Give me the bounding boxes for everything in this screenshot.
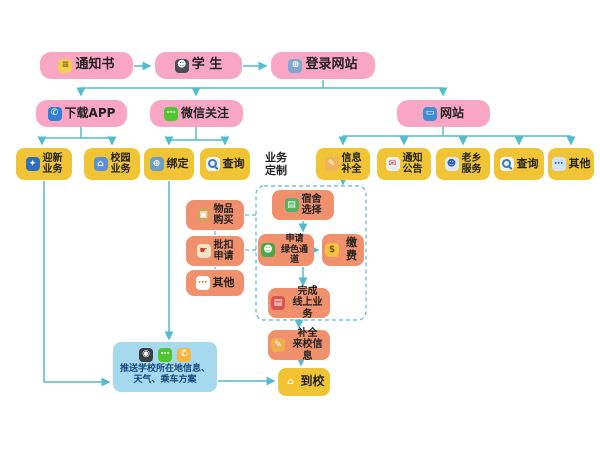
node-other-website: ⋯ 其他 xyxy=(548,148,594,180)
push-info-box: ◉ ⋯ ✆ 推送学校所在地信息、天气、乘车方案 xyxy=(113,342,217,392)
node-welcome-service: ✦ 迎新 业务 xyxy=(16,148,72,180)
pencil-icon: ✎ xyxy=(324,157,339,171)
node-fill-arrival-info: ✎ 补全 来校信息 xyxy=(268,327,330,362)
node-bind: ⊕ 绑定 xyxy=(144,148,194,180)
pay-label: 缴费 xyxy=(346,236,357,262)
query-label: 查询 xyxy=(222,156,245,170)
dots-icon: ⋯ xyxy=(551,157,566,171)
badge-icon: ✦ xyxy=(25,157,40,171)
node-pay: $ 缴费 xyxy=(322,234,364,266)
node-info-complete: ✎ 信息 补全 xyxy=(316,148,370,180)
website-label: 网站 xyxy=(439,105,464,120)
other1-label: 其他 xyxy=(568,156,591,170)
search-icon xyxy=(499,157,514,171)
bind-label: 绑定 xyxy=(166,156,189,170)
hand-icon: ☛ xyxy=(196,244,211,258)
node-other-purchase: ⋯ 其他 xyxy=(186,270,244,296)
push-icons: ◉ ⋯ ✆ xyxy=(139,347,191,362)
green-channel-label: 申请 绿色通道 xyxy=(280,234,308,266)
node-finish-online: ▤ 完成 线上业务 xyxy=(268,285,330,320)
dots-icon: ⋯ xyxy=(195,276,210,290)
school-icon: ⌂ xyxy=(283,375,298,389)
notice-label: 通知书 xyxy=(75,57,115,73)
info-complete-label: 信息 补全 xyxy=(341,152,362,176)
cards-icon: ▤ xyxy=(271,296,285,310)
pencil-icon: ✎ xyxy=(271,338,285,352)
finish-label: 完成 线上业务 xyxy=(292,285,323,320)
app-label: 下载APP xyxy=(64,105,116,120)
search-icon xyxy=(205,157,220,171)
node-notice: ≡ 通知书 xyxy=(40,52,133,79)
node-query-website: 查询 xyxy=(494,148,544,180)
dorm-label: 宿舍 选择 xyxy=(301,193,322,217)
phone-icon: ✆ xyxy=(47,106,62,121)
node-arrive-school: ⌂ 到校 xyxy=(278,368,330,396)
node-student: ☻ 学 生 xyxy=(155,52,242,79)
node-green-channel: ☻ 申请 绿色通道 xyxy=(258,234,314,266)
node-notice-announce: ✉ 通知 公告 xyxy=(377,148,431,180)
node-dorm-select: ▤ 宿舍 选择 xyxy=(272,190,334,220)
query2-label: 查询 xyxy=(516,156,539,170)
people-icon: ☻ xyxy=(444,157,459,171)
campus-label: 校园 业务 xyxy=(110,152,131,176)
wechat-icon: ⋯ xyxy=(158,347,172,362)
monitor-icon: ▭ xyxy=(422,106,437,121)
envelope-icon: ✉ xyxy=(385,157,400,171)
node-business-customize: 业务 定制 xyxy=(252,146,300,184)
student-icon: ☻ xyxy=(174,58,189,73)
arrive-label: 到校 xyxy=(300,374,325,389)
radar-icon: ◉ xyxy=(139,347,153,362)
document-icon: ≡ xyxy=(58,58,73,73)
customize-label: 业务 定制 xyxy=(265,151,287,177)
announce-label: 通知 公告 xyxy=(402,152,423,176)
globe-icon: ⊕ xyxy=(149,157,164,171)
node-download-app: ✆ 下载APP xyxy=(36,100,127,127)
phone-icon: ✆ xyxy=(177,347,191,362)
person-icon: ☻ xyxy=(261,243,275,257)
money-icon: $ xyxy=(325,243,339,257)
bed-icon: ▤ xyxy=(284,198,299,212)
fill-label: 补全 来校信息 xyxy=(292,327,323,362)
node-batch-deduct: ☛ 批扣 申请 xyxy=(186,236,244,266)
goods-label: 物品 购买 xyxy=(213,203,234,227)
fellow-label: 老乡 服务 xyxy=(461,152,482,176)
node-fellow-service: ☻ 老乡 服务 xyxy=(436,148,490,180)
deduct-label: 批扣 申请 xyxy=(213,239,234,263)
wechat-icon: ⋯ xyxy=(163,106,178,121)
node-goods-purchase: ▣ 物品 购买 xyxy=(186,200,244,230)
other2-label: 其他 xyxy=(212,275,235,289)
node-website: ▭ 网站 xyxy=(397,100,490,127)
push-info-text: 推送学校所在地信息、天气、乘车方案 xyxy=(119,363,210,385)
node-login-website: ⊕ 登录网站 xyxy=(271,52,375,79)
welcome-label: 迎新 业务 xyxy=(42,152,63,176)
globe-icon: ⊕ xyxy=(288,58,303,73)
login-label: 登录网站 xyxy=(305,57,358,73)
node-wechat-follow: ⋯ 微信关注 xyxy=(150,100,243,127)
node-query-wechat: 查询 xyxy=(200,148,250,180)
node-campus-service: ⌂ 校园 业务 xyxy=(84,148,140,180)
building-icon: ⌂ xyxy=(93,157,108,171)
wechat-label: 微信关注 xyxy=(180,105,229,120)
box-icon: ▣ xyxy=(196,208,211,222)
student-label: 学 生 xyxy=(191,57,223,73)
